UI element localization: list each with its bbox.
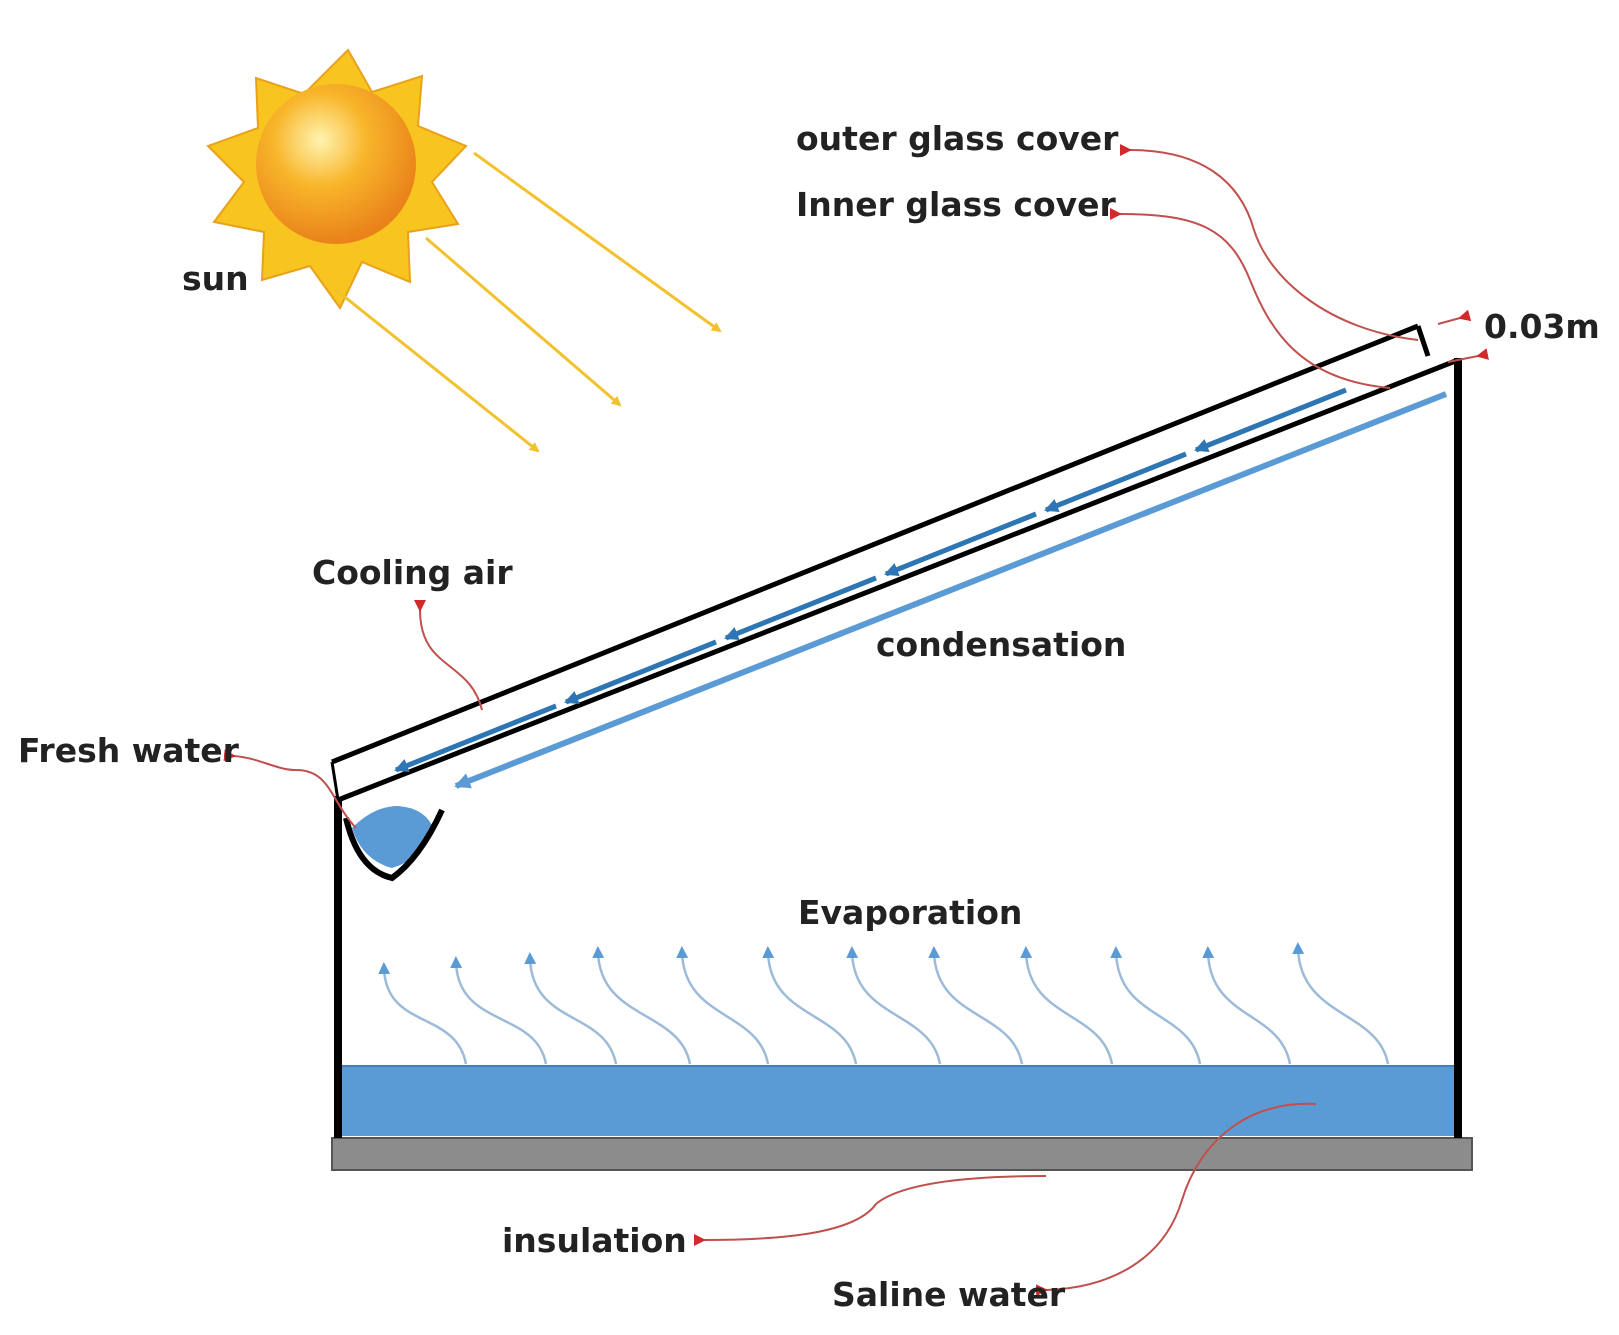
condensation-flow xyxy=(454,391,1448,789)
vapor-4 xyxy=(592,946,692,1065)
sun-core xyxy=(256,84,416,244)
glass-channel xyxy=(332,326,1428,800)
label-sun: sun xyxy=(182,259,249,298)
cover-right-edge xyxy=(1415,325,1431,357)
air-flow-arrow-2 xyxy=(1044,451,1187,513)
cooling-air-flow xyxy=(394,387,1347,773)
cover-left-edge xyxy=(330,761,340,801)
vapor-11 xyxy=(1202,946,1292,1065)
fresh-water-trough xyxy=(343,806,445,882)
vapor-9 xyxy=(1020,946,1114,1065)
sun-icon xyxy=(206,48,468,310)
air-flow-arrow-6 xyxy=(394,703,557,773)
label-evaporation: Evaporation xyxy=(798,893,1023,932)
sun-rays xyxy=(335,151,722,453)
vapor-12 xyxy=(1292,942,1390,1065)
vapor-7 xyxy=(846,946,942,1065)
vapor-2 xyxy=(450,956,548,1065)
label-saline-water: Saline water xyxy=(832,1275,1066,1314)
saline-water-leader xyxy=(1035,1102,1317,1297)
air-flow-arrow-1 xyxy=(1194,387,1347,453)
label-condensation: condensation xyxy=(876,625,1127,664)
vapor-6 xyxy=(762,946,858,1065)
gap-leader-bottom xyxy=(1447,348,1489,363)
insulation-layer xyxy=(331,1137,1473,1171)
evaporation-vapor xyxy=(378,942,1390,1065)
vapor-3 xyxy=(524,952,618,1065)
sun-ray-2 xyxy=(425,236,622,407)
sun-ray-1 xyxy=(473,151,722,333)
saline-water xyxy=(338,1066,1458,1136)
air-flow-arrow-4 xyxy=(724,575,877,641)
label-inner-glass-cover: Inner glass cover xyxy=(796,185,1116,224)
outer-glass-leader xyxy=(1119,143,1419,341)
vapor-5 xyxy=(676,946,770,1065)
inner-glass-cover xyxy=(337,357,1459,803)
label-cooling-air: Cooling air xyxy=(312,553,513,592)
outer-glass-cover xyxy=(331,323,1419,765)
label-insulation: insulation xyxy=(502,1221,687,1260)
cooling-air-leader xyxy=(413,599,483,711)
vapor-1 xyxy=(378,962,468,1065)
gap-leader-top xyxy=(1437,309,1472,325)
insulation-leader xyxy=(693,1175,1047,1247)
inner-glass-leader xyxy=(1109,207,1391,389)
leader-lines xyxy=(223,143,1489,1297)
label-fresh-water: Fresh water xyxy=(18,731,239,770)
air-flow-arrow-5 xyxy=(564,639,717,705)
label-outer-glass-cover: outer glass cover xyxy=(796,119,1119,158)
vapor-10 xyxy=(1110,946,1202,1065)
fresh-water-leader xyxy=(223,749,357,829)
sun-ray-3 xyxy=(335,288,540,453)
air-flow-arrow-3 xyxy=(884,511,1037,577)
vapor-8 xyxy=(928,946,1024,1065)
label-gap-thickness: 0.03m xyxy=(1484,307,1600,346)
